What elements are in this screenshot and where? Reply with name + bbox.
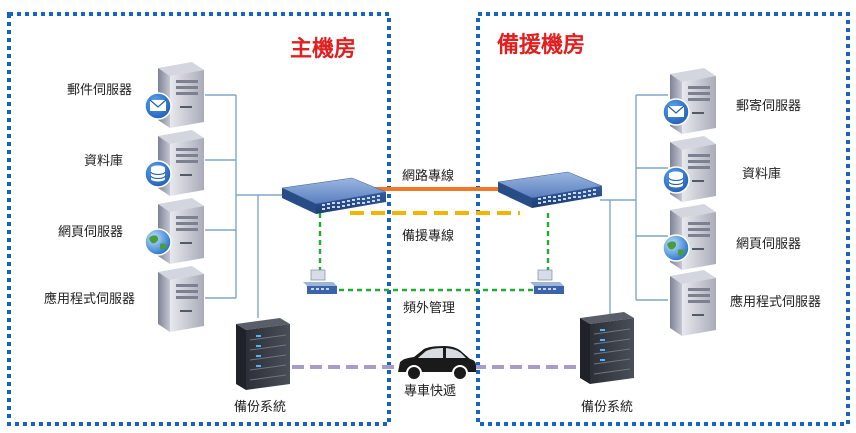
primary-room-title: 主機房 xyxy=(290,36,356,62)
backup-backup-system xyxy=(579,311,635,385)
primary-backup-system xyxy=(235,317,291,391)
globe-icon xyxy=(144,228,172,256)
backup-server-label-2: 網頁伺服器 xyxy=(736,237,801,252)
backup-switch xyxy=(497,171,603,209)
primary-web-server xyxy=(144,198,204,264)
oob-link-lines xyxy=(318,213,550,292)
network-link-label: 網路專線 xyxy=(402,168,454,184)
courier-link-label: 專車快遞 xyxy=(404,384,456,399)
backup-database-server xyxy=(662,136,716,202)
backup-server-label-3: 應用程式伺服器 xyxy=(730,294,821,310)
backup-server-label-0: 郵寄伺服器 xyxy=(736,98,801,114)
backup-room-border xyxy=(476,12,850,426)
car-icon xyxy=(398,346,476,381)
primary-backup-system-label: 備份系統 xyxy=(234,399,286,415)
globe-icon xyxy=(662,234,690,262)
backup-app-server xyxy=(670,270,716,336)
primary-mgmt-device xyxy=(302,269,338,295)
oob-link-label: 頻外管理 xyxy=(403,301,455,316)
backup-trunk-lines xyxy=(600,94,668,318)
primary-server-label-1: 資料庫 xyxy=(84,154,123,169)
primary-mail-server xyxy=(144,62,204,128)
primary-server-label-3: 應用程式伺服器 xyxy=(44,291,135,307)
primary-server-label-0: 郵件伺服器 xyxy=(67,83,132,98)
database-icon xyxy=(144,160,172,188)
backup-room-title: 備援機房 xyxy=(497,32,585,58)
primary-app-server xyxy=(158,266,204,332)
backup-mail-server xyxy=(662,68,716,134)
backup-server-label-1: 資料庫 xyxy=(742,167,781,182)
backup-link-label: 備援專線 xyxy=(402,228,454,244)
backup-backup-system-label: 備份系統 xyxy=(581,399,633,415)
database-icon xyxy=(662,166,690,194)
primary-database-server xyxy=(144,130,204,196)
mail-icon xyxy=(144,92,172,120)
primary-switch xyxy=(281,177,387,215)
backup-mgmt-device xyxy=(529,269,565,295)
backup-web-server xyxy=(662,204,716,270)
primary-server-label-2: 網頁伺服器 xyxy=(58,225,123,240)
primary-trunk-lines xyxy=(205,94,283,318)
mail-icon xyxy=(662,98,690,126)
primary-room-border xyxy=(7,12,391,426)
